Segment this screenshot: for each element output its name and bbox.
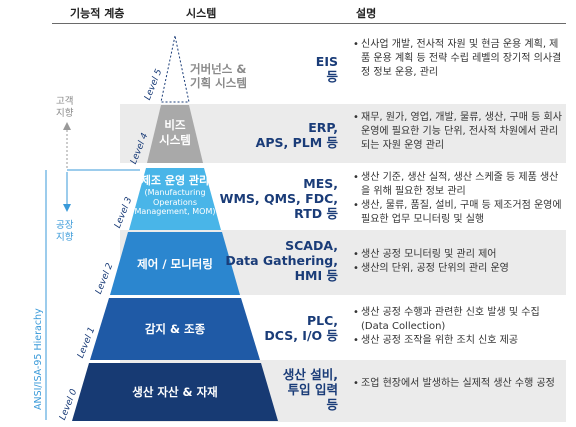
pyramid-level-3: [129, 168, 221, 230]
level-1-description: 생산 공정 수행과 관련한 신호 발생 및 수집(Data Collection…: [353, 306, 565, 348]
level-0-description: 조업 현장에서 발생하는 실제적 생산 수행 공정: [353, 377, 565, 391]
description-item: 생산의 단위, 공정 단위의 관리 운영: [353, 262, 565, 276]
ansi-hierarchy-label: ANSI/ISA-95 Hierachy: [33, 308, 44, 410]
description-item: 생산, 물류, 품질, 설비, 구매 등 제조거점 운영에 필요한 업무 모니터…: [353, 199, 565, 227]
description-item: 재무, 원가, 영업, 개발, 물류, 생산, 구매 등 회사 운영에 필요한 …: [353, 111, 565, 153]
level-2-name: 제어 / 모니터링: [137, 257, 213, 271]
level-5-description: 신사업 개발, 전사적 자원 및 현금 운용 계획, 제품 운용 계획 등 전략…: [353, 38, 565, 80]
description-item: 조업 현장에서 발생하는 실제적 생산 수행 공정: [353, 377, 565, 391]
level-0-name: 생산 자산 & 자재: [132, 385, 218, 399]
level-1-name: 감지 & 조종: [144, 322, 206, 336]
header-divider: [52, 23, 566, 24]
header-description: 설명: [356, 7, 377, 20]
level-3-name: 제조 운영 관리: [140, 174, 210, 187]
customer-arrow-head: [63, 122, 71, 130]
pyramid-level-0: [72, 363, 278, 421]
pyramid-level-1: [90, 298, 260, 360]
level-3-description: 생산 기준, 생산 실적, 생산 스케줄 등 제품 생산을 위해 필요한 정보 …: [353, 171, 565, 227]
level-4-description: 재무, 원가, 영업, 개발, 물류, 생산, 구매 등 회사 운영에 필요한 …: [353, 111, 565, 153]
level-4-name: 비즈 시스템: [159, 118, 191, 147]
customer-oriented-label: 고객 지향: [56, 96, 74, 119]
description-item: 생산 공정 조작을 위한 조치 신호 제공: [353, 334, 565, 348]
description-item: 생산 기준, 생산 실적, 생산 스케줄 등 제품 생산을 위해 필요한 정보 …: [353, 171, 565, 199]
pyramid-level-5: [160, 35, 190, 103]
level-2-systems: SCADA, Data Gathering, HMI 등: [225, 238, 338, 283]
level-5-name: 거버넌스 & 기획 시스템: [190, 62, 247, 90]
level-3-subname: (Manufacturing Operations Management, MO…: [134, 188, 216, 216]
level-4-systems: ERP, APS, PLM 등: [255, 120, 338, 150]
factory-oriented-label: 공장 지향: [56, 220, 74, 243]
level-5-systems: EIS 등: [315, 54, 338, 84]
pyramid-level-2: [110, 232, 240, 295]
description-item: 생산 공정 수행과 관련한 신호 발생 및 수집(Data Collection…: [353, 306, 565, 334]
level-2-description: 생산 공정 모니터링 및 관리 제어 생산의 단위, 공정 단위의 관리 운영: [353, 248, 565, 276]
description-item: 신사업 개발, 전사적 자원 및 현금 운용 계획, 제품 운용 계획 등 전략…: [353, 38, 565, 80]
level-0-systems: 생산 설비, 투입 입력 등: [282, 367, 338, 412]
factory-arrow-head: [63, 204, 71, 212]
header-functional-layer: 기능적 계층: [70, 7, 125, 20]
level-3-systems: MES, WMS, QMS, FDC, RTD 등: [219, 176, 338, 221]
description-item: 생산 공정 모니터링 및 관리 제어: [353, 248, 565, 262]
pyramid-level-4: [147, 105, 203, 163]
level-1-systems: PLC, DCS, I/O 등: [264, 313, 338, 343]
header-system: 시스템: [186, 7, 217, 20]
